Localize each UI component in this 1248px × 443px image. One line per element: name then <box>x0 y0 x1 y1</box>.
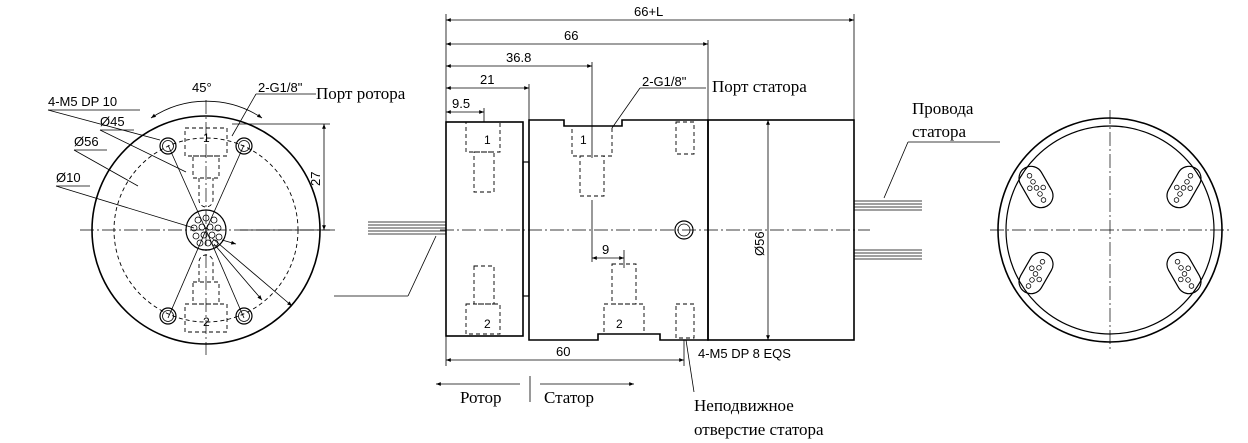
side-view: 1 2 1 2 Ø56 66+L 66 36.8 21 9.5 <box>334 4 870 439</box>
stator-label: Статор <box>544 388 594 407</box>
rotor-port-label: Порт ротора <box>316 84 406 103</box>
rotor-cable <box>368 221 446 235</box>
port-slot-1 <box>184 127 228 157</box>
m5-hole <box>159 307 177 325</box>
dim-36-8: 36.8 <box>506 50 531 65</box>
m5-thread-top <box>675 121 695 155</box>
m5-hole <box>235 137 253 155</box>
rotor-port-callout: 2-G1/8" <box>258 80 303 95</box>
side-rotor-port-1: 1 <box>484 133 491 147</box>
stator-wires-label-2: статора <box>912 122 966 141</box>
stator-port-label: Порт статора <box>712 77 807 96</box>
dim-9: 9 <box>602 242 609 257</box>
side-stator-port-2: 2 <box>616 317 623 331</box>
thread-callout: 4-M5 DP 10 <box>48 94 117 109</box>
front-port-1-label: 1 <box>203 131 210 145</box>
dim-9-5: 9.5 <box>452 96 470 111</box>
d10-label: Ø10 <box>56 170 81 185</box>
fixed-hole-leader <box>685 339 695 393</box>
wire-slot <box>1018 251 1054 295</box>
wire-slot <box>1166 251 1202 295</box>
dim-66: 66 <box>564 28 578 43</box>
stator-port-callout: 2-G1/8" <box>642 74 687 89</box>
d45-label: Ø45 <box>100 114 125 129</box>
rear-view <box>990 110 1232 350</box>
wire-slot <box>1166 165 1202 209</box>
dim-27: 27 <box>308 172 323 186</box>
fixed-hole-label-2: отверстие статора <box>694 420 824 439</box>
fixed-hole <box>674 220 694 240</box>
m5-hole <box>235 307 253 325</box>
port-channel-1 <box>192 155 220 179</box>
stator-cable-upper <box>854 200 922 211</box>
front-view: 1 2 45° 27 4-M5 DP 10 Ø45 Ø56 Ø10 <box>47 80 406 355</box>
front-port-2-label: 2 <box>203 315 210 329</box>
mount-callout: 4-M5 DP 8 EQS <box>698 346 791 361</box>
side-stator-port-1: 1 <box>580 133 587 147</box>
rotor-label: Ротор <box>460 388 502 407</box>
dim-60: 60 <box>556 344 570 359</box>
port-channel-2 <box>192 281 220 305</box>
rotor-body <box>445 121 524 337</box>
fixed-hole-label-1: Неподвижное <box>694 396 794 415</box>
angle-label: 45° <box>192 80 212 95</box>
port-slot-2 <box>184 303 228 333</box>
wire-slot <box>1018 165 1054 209</box>
dim-21: 21 <box>480 72 494 87</box>
m5-thread-bottom <box>675 303 695 339</box>
m5-hole <box>159 137 177 155</box>
stator-cable-lower <box>854 249 922 260</box>
d56-label: Ø56 <box>74 134 99 149</box>
dim-overall-length: 66+L <box>634 4 663 19</box>
side-rotor-port-2: 2 <box>484 317 491 331</box>
center-bore <box>185 209 227 251</box>
dim-d56-side: Ø56 <box>752 231 767 256</box>
stator-wires-label-1: Провода <box>912 99 974 118</box>
